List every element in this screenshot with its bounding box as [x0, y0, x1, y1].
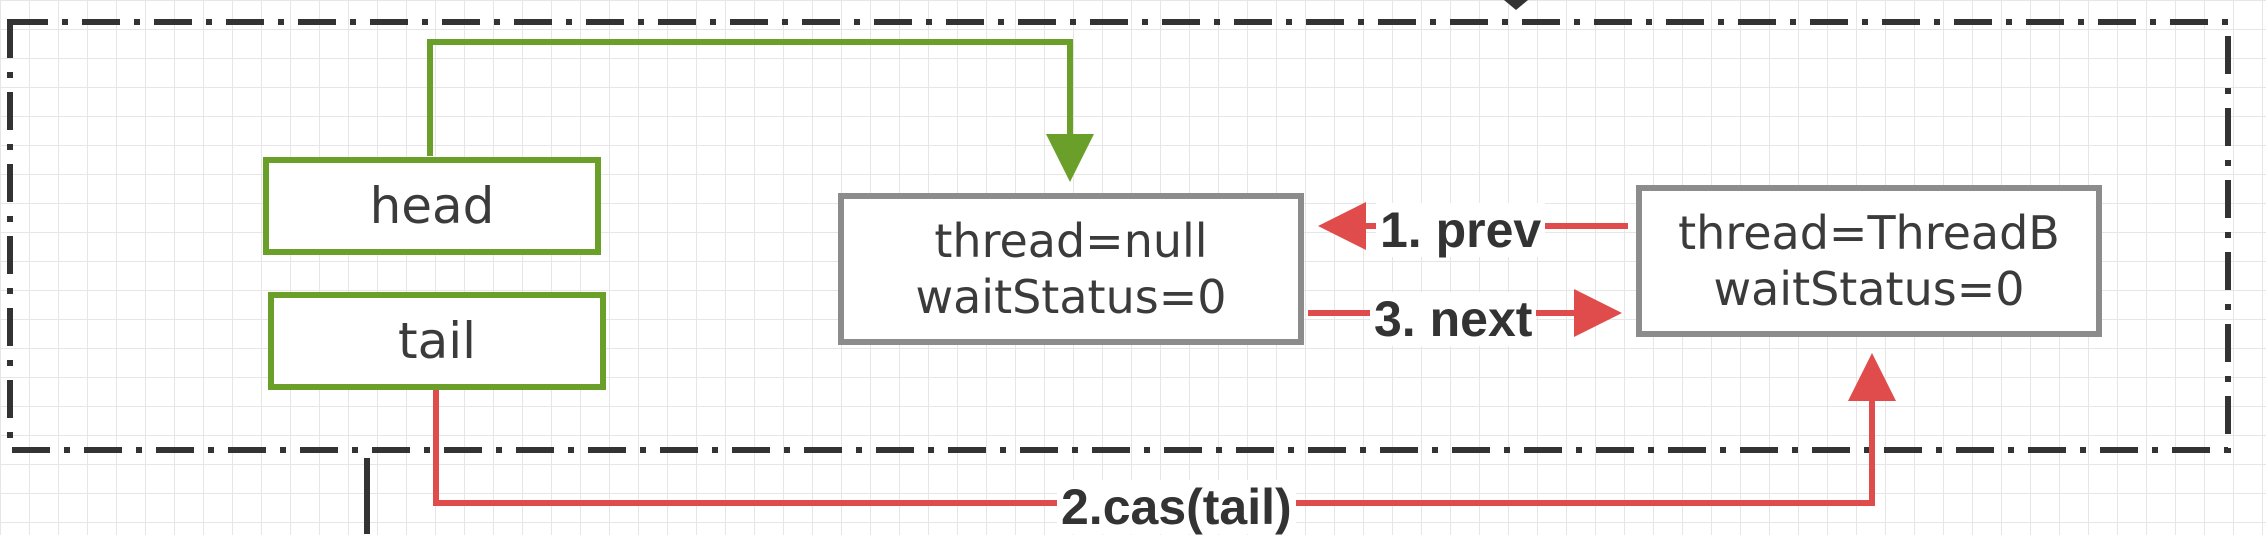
node2: thread=ThreadB waitStatus=0	[1636, 185, 2102, 337]
node2-thread: thread=ThreadB	[1678, 206, 2060, 260]
prev-edge-label: 1. prev	[1376, 203, 1546, 257]
node1: thread=null waitStatus=0	[838, 193, 1304, 345]
head-to-node1-edge	[427, 39, 1094, 182]
container-frame	[7, 19, 2231, 453]
node2-waitstatus: waitStatus=0	[1713, 262, 2025, 316]
head-node: head	[263, 157, 601, 255]
node1-thread: thread=null	[934, 214, 1208, 268]
cas-edge-label: 2.cas(tail)	[1057, 480, 1296, 534]
next-edge-label: 3. next	[1370, 292, 1537, 346]
top-arrow-tip	[1504, 0, 1528, 10]
head-label: head	[369, 177, 495, 235]
tail-label: tail	[397, 312, 477, 370]
node1-waitstatus: waitStatus=0	[915, 270, 1227, 324]
tail-node: tail	[268, 292, 606, 390]
